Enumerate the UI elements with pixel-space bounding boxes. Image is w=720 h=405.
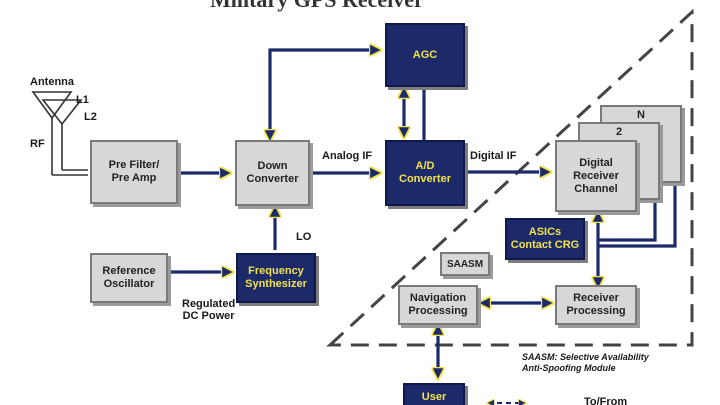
to-from-label: To/From (584, 396, 628, 405)
pre-filter-amp-block: Pre Filter/ Pre Amp (90, 140, 178, 204)
saasm-block: SAASM (440, 252, 490, 276)
digital-receiver-channel-block: Digital Receiver Channel (555, 140, 637, 212)
arrow-down-agc (270, 50, 380, 140)
rf-label: RF (30, 138, 45, 150)
down-converter-block: Down Converter (235, 140, 310, 206)
l1-label: L1 (76, 94, 89, 106)
saasm-boundary (326, 8, 694, 347)
frequency-synthesizer-block: Frequency Synthesizer (236, 253, 316, 303)
agc-block: AGC (385, 23, 465, 87)
user-block: User (403, 383, 465, 405)
l2-label: L2 (84, 111, 97, 123)
arrow-feedback-2 (598, 173, 675, 248)
diagram-title: Military GPS Receiver (210, 0, 424, 13)
dc-power-label: Regulated DC Power (182, 298, 236, 322)
lo-label: LO (296, 231, 312, 243)
asics-contact-block: ASICs Contact CRG (505, 218, 585, 260)
receiver-processing-block: Receiver Processing (555, 285, 637, 325)
analog-if-label: Analog IF (322, 150, 373, 162)
saasm-note: SAASM: Selective Availability Anti-Spoof… (522, 352, 649, 373)
antenna-icon (31, 91, 83, 175)
ad-converter-block: A/D Converter (385, 140, 465, 206)
reference-oscillator-block: Reference Oscillator (90, 253, 168, 303)
digital-if-label: Digital IF (470, 150, 517, 162)
navigation-processing-block: Navigation Processing (398, 285, 478, 325)
arrow-feedback-1 (598, 192, 655, 242)
antenna-label: Antenna (30, 76, 74, 88)
